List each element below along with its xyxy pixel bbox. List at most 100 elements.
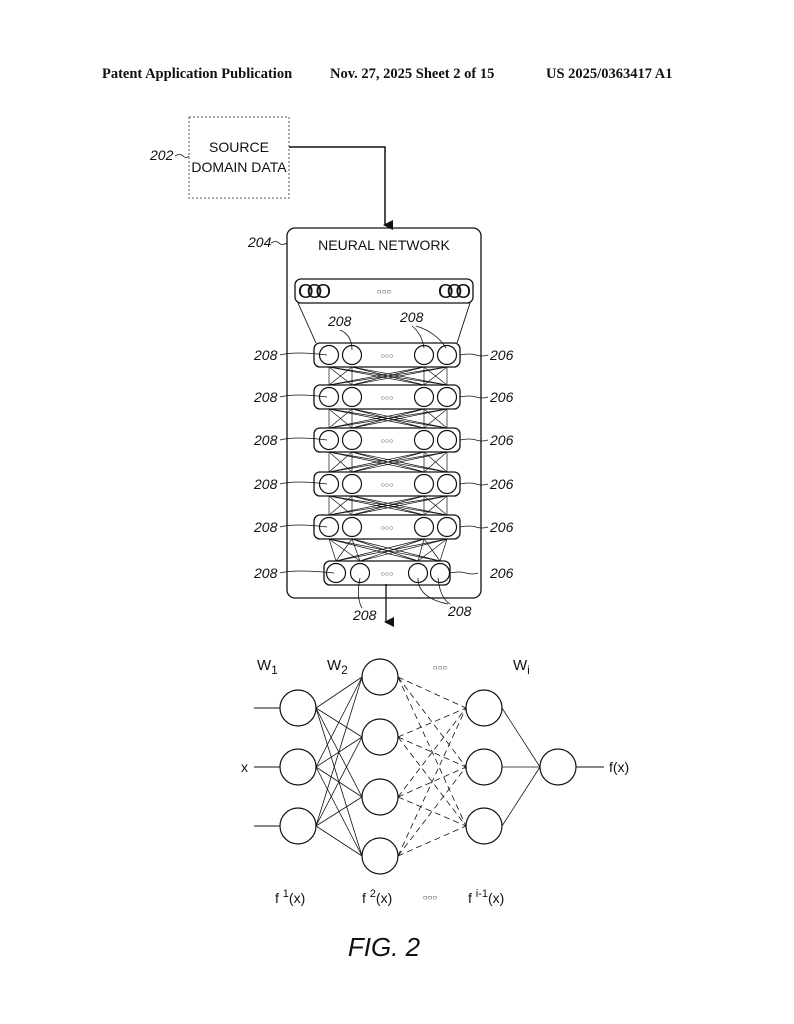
input-nodes-right: OOO (438, 281, 471, 303)
leader-202 (174, 154, 190, 158)
leader-208 (279, 437, 328, 441)
leader-208 (415, 325, 447, 349)
edge-dashed (397, 736, 467, 768)
node-circle (318, 386, 340, 408)
function-label-fi-1-superscript: i-1 (476, 888, 488, 900)
leader-206 (459, 482, 489, 486)
function-label-f2: f 2(x) (362, 888, 392, 906)
function-label-f1-argument: (x) (289, 890, 305, 906)
connection-line (328, 495, 353, 516)
edge-solid (315, 676, 363, 827)
network-container (286, 227, 482, 599)
ref-208: 208 (352, 607, 377, 623)
source-box (188, 116, 290, 199)
ref-208: 208 (253, 432, 278, 448)
weight-label-wi-subscript: i (527, 663, 530, 677)
node-circle (325, 562, 347, 584)
leader-206 (449, 571, 479, 575)
function-label-fi-1-argument: (x) (488, 890, 504, 906)
source-line-1: SOURCE (209, 139, 269, 155)
connection-line (351, 538, 419, 562)
node-circle (436, 516, 458, 538)
leader-208 (279, 524, 328, 528)
source-line-2: DOMAIN DATA (191, 159, 287, 175)
edge-dashed (397, 707, 467, 857)
connection-line (328, 408, 425, 429)
layer-connections (328, 451, 448, 473)
layer-ellipsis: ○○○ (381, 525, 394, 532)
connection-line (359, 538, 448, 562)
output-label-fx: f(x) (609, 759, 629, 775)
source-domain-data-block: SOURCE DOMAIN DATA 202 (149, 116, 393, 230)
flow-arrow-source-to-network (289, 146, 393, 230)
edge-dashed (397, 707, 467, 798)
connection-line (328, 538, 337, 562)
graph-node (279, 748, 317, 786)
edge-dashed (397, 736, 467, 827)
connection-line (328, 451, 448, 473)
network-title: NEURAL NETWORK (318, 237, 450, 253)
connection-line (423, 408, 448, 429)
top-ellipsis: ○○○ (433, 663, 448, 672)
connection-line (351, 408, 448, 429)
connection-line (335, 538, 353, 562)
connection-line (423, 451, 448, 473)
hidden-layers: ○○○○○○○○○○○○○○○○○○ (313, 342, 461, 586)
input-layer-box (294, 278, 474, 304)
node-circle (349, 562, 371, 584)
hidden-layer: ○○○ (313, 342, 461, 368)
graph-node (361, 718, 399, 756)
function-label-f1-superscript: 1 (283, 888, 289, 900)
patent-header: Patent Application Publication Nov. 27, … (0, 66, 794, 90)
layer-connections (328, 366, 448, 386)
node-circle (429, 562, 451, 584)
leader-206 (459, 438, 489, 442)
edge-solid (315, 825, 363, 857)
edge-dashed (397, 766, 467, 857)
node-circle (341, 473, 363, 495)
graph-node (465, 807, 503, 845)
edge-dashed (397, 676, 467, 827)
connection-line (328, 366, 353, 386)
ref-208: 208 (253, 519, 278, 535)
funnel-line-right (456, 302, 471, 344)
leader-204 (270, 241, 288, 245)
ref-208: 208 (327, 313, 352, 329)
graph-node (279, 807, 317, 845)
hidden-layer: ○○○ (313, 427, 461, 453)
connection-line (328, 495, 448, 516)
connection-line (423, 366, 448, 386)
node-circle (318, 516, 340, 538)
layer-ellipsis: ○○○ (381, 395, 394, 402)
connection-line (328, 538, 419, 562)
connection-line (328, 451, 353, 473)
node-circle (436, 344, 458, 366)
connection-line (417, 538, 425, 562)
connection-line (423, 495, 448, 516)
leader-208 (358, 577, 363, 609)
input-label-x: x (241, 759, 248, 775)
connection-line (328, 495, 425, 516)
edge-solid (315, 676, 363, 709)
connection-line (328, 366, 425, 386)
weight-label-wi: Wi (513, 657, 530, 677)
node-circle (436, 429, 458, 451)
edge-dashed (397, 676, 467, 768)
edge-solid (501, 707, 541, 768)
leader-208 (417, 577, 449, 605)
ref-206: 206 (489, 432, 514, 448)
weight-label-w2: W2 (327, 657, 348, 677)
node-circle (318, 344, 340, 366)
node-circle (413, 344, 435, 366)
leader-206 (459, 395, 489, 399)
neural-network-block: NEURAL NETWORK 204 OOO OOO ○○○ ○○○○○○○○○… (247, 227, 514, 627)
connection-line (351, 538, 441, 562)
ref-206: 206 (489, 565, 514, 581)
edge-solid (315, 796, 363, 827)
layer-connections (328, 495, 448, 516)
hidden-layer: ○○○ (323, 560, 451, 586)
node-circle (341, 516, 363, 538)
function-label-f1: f 1(x) (275, 888, 305, 906)
layer-ellipsis: ○○○ (381, 353, 394, 360)
